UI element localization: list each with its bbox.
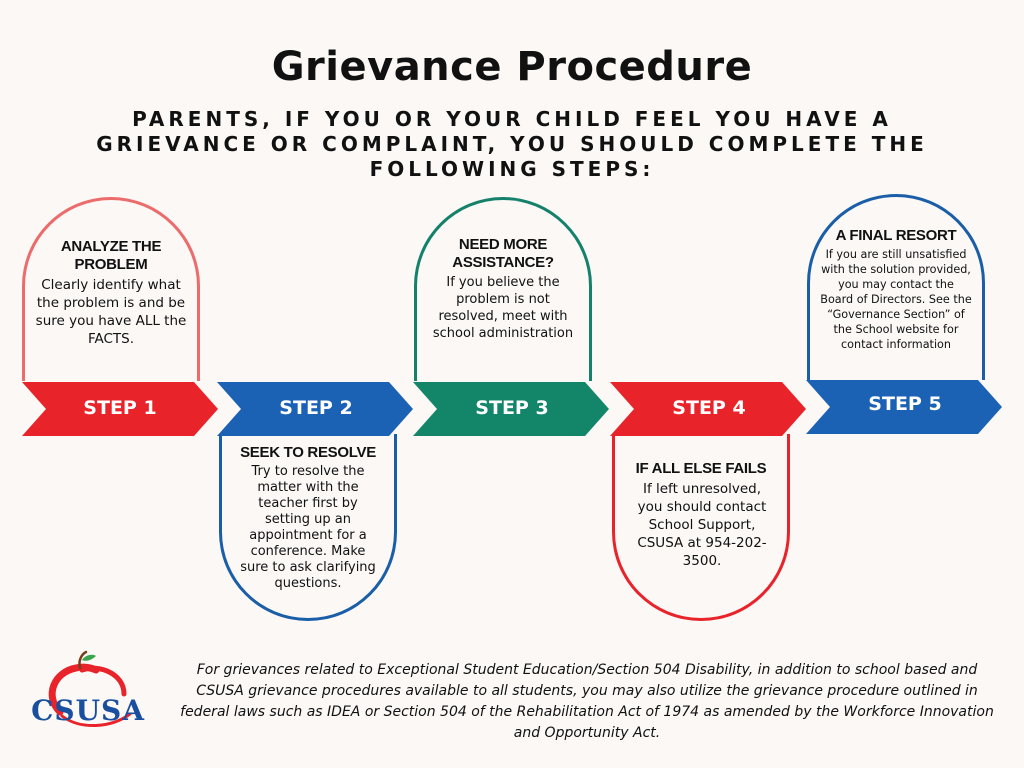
- step-4-heading: IF ALL ELSE FAILS: [635, 460, 767, 477]
- step-1-label: STEP 1: [83, 397, 157, 419]
- step-2-label: STEP 2: [279, 397, 353, 419]
- step-5-body: If you are still unsatisfied with the so…: [820, 248, 972, 351]
- page-subtitle: PARENTS, IF YOU OR YOUR CHILD FEEL YOU H…: [96, 107, 928, 181]
- step-2-arrow: [217, 382, 413, 436]
- step-3-label: STEP 3: [475, 397, 549, 419]
- footnote: For grievances related to Exceptional St…: [180, 662, 994, 741]
- step-5-heading: A FINAL RESORT: [835, 227, 957, 244]
- step-3-body: If you believe the problem is not resolv…: [432, 275, 574, 341]
- step-5-label: STEP 5: [868, 393, 942, 415]
- step-2-body: Try to resolve the matter with the teach…: [240, 464, 376, 591]
- step-1-card: ANALYZE THE PROBLEM Clearly identify wha…: [22, 197, 200, 381]
- step-2-heading: SEEK TO RESOLVE: [240, 444, 376, 461]
- step-3-card: NEED MORE ASSISTANCE? If you believe the…: [414, 197, 592, 381]
- apple-icon: [48, 650, 132, 728]
- step-2-card: SEEK TO RESOLVE Try to resolve the matte…: [219, 434, 397, 621]
- step-1-body: Clearly identify what the problem is and…: [35, 277, 187, 347]
- step-4-card: IF ALL ELSE FAILS If left unresolved, yo…: [612, 434, 790, 621]
- step-4-body: If left unresolved, you should contact S…: [637, 481, 767, 569]
- page-title: Grievance Procedure: [271, 44, 753, 90]
- csusa-logo: CSUSA: [20, 650, 156, 735]
- step-5-arrow: [806, 380, 1002, 434]
- logo-text: CSUSA: [31, 694, 145, 727]
- step-3-arrow: [413, 382, 609, 436]
- step-1-heading: ANALYZE THE PROBLEM: [60, 238, 162, 273]
- step-5-card: A FINAL RESORT If you are still unsatisf…: [807, 194, 985, 380]
- step-1-arrow: [22, 382, 218, 436]
- step-3-heading: NEED MORE ASSISTANCE?: [452, 236, 554, 271]
- step-4-label: STEP 4: [672, 397, 746, 419]
- step-4-arrow: [610, 382, 806, 436]
